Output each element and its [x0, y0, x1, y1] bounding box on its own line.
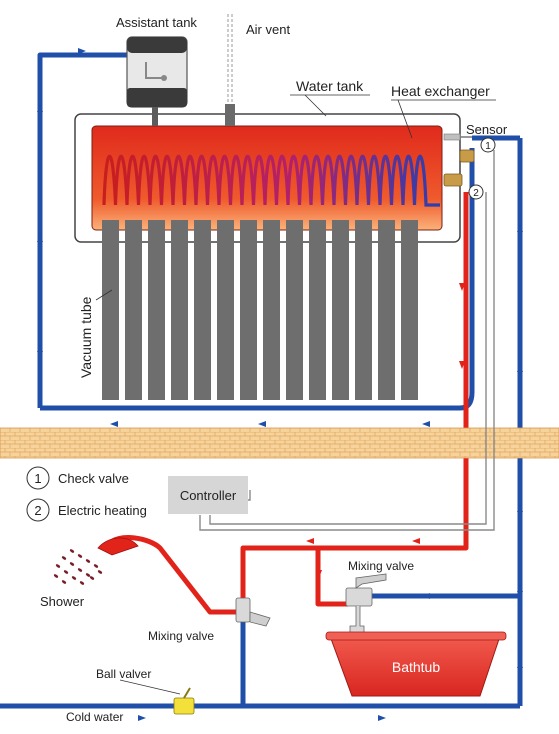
- water-tank-label: Water tank: [296, 78, 364, 94]
- water-drop: [53, 574, 59, 578]
- shower-spray: [53, 549, 103, 585]
- water-drop: [71, 576, 77, 580]
- ball-valve: [119, 679, 195, 715]
- water-drop: [85, 559, 91, 563]
- controller-label: Controller: [180, 488, 237, 503]
- flow-arrows: [37, 48, 523, 721]
- air-vent: [225, 14, 235, 126]
- water-drop: [61, 580, 67, 584]
- water-drop: [77, 568, 83, 572]
- water-drop: [85, 573, 91, 577]
- brick-wall: [0, 427, 559, 459]
- mixing-valve-right-label: Mixing valve: [348, 559, 414, 573]
- shower-label: Shower: [40, 594, 85, 609]
- shower-head: [53, 537, 139, 585]
- cold-water-pipes: [0, 52, 523, 709]
- vacuum-tube: [102, 220, 119, 400]
- bathtub: Bathtub: [325, 631, 507, 697]
- water-drop: [69, 562, 75, 566]
- water-drop: [69, 549, 75, 553]
- vacuum-tube: [171, 220, 188, 400]
- vacuum-tube: [332, 220, 349, 400]
- ball-valver-label: Ball valver: [96, 667, 151, 681]
- legend-num-2: 2: [34, 503, 41, 518]
- water-drop: [55, 564, 61, 568]
- check-valve-marker: 1: [485, 141, 491, 152]
- water-drop: [93, 564, 99, 568]
- vacuum-tube: [217, 220, 234, 400]
- electric-heating-marker: 2: [473, 188, 479, 199]
- water-drop: [77, 554, 83, 558]
- air-vent-label: Air vent: [246, 22, 290, 37]
- sensor-label: Sensor: [466, 122, 508, 137]
- vacuum-tube: [125, 220, 142, 400]
- vacuum-tubes: [102, 220, 418, 400]
- vacuum-tube: [240, 220, 257, 400]
- assistant-tank: [126, 36, 188, 126]
- water-drop: [61, 556, 67, 560]
- bathtub-mixing-valve: [345, 573, 387, 635]
- water-drop: [89, 576, 95, 580]
- water-drop: [63, 570, 69, 574]
- vacuum-tube: [355, 220, 372, 400]
- legend-num-1: 1: [34, 471, 41, 486]
- vacuum-tube: [194, 220, 211, 400]
- vacuum-tube: [263, 220, 280, 400]
- heat-exchanger-label: Heat exchanger: [391, 83, 490, 99]
- water-drop: [97, 570, 103, 574]
- vacuum-tube: [148, 220, 165, 400]
- heat-exchanger-coil: [102, 154, 440, 207]
- vacuum-tube: [286, 220, 303, 400]
- shower-mixing-valve: [235, 597, 271, 627]
- vacuum-tube: [401, 220, 418, 400]
- controller: Controller: [168, 476, 248, 514]
- vacuum-tube: [378, 220, 395, 400]
- bathtub-label: Bathtub: [392, 659, 440, 675]
- vacuum-tube-label: Vacuum tube: [78, 296, 94, 378]
- legend: 1 Check valve 2 Electric heating: [26, 466, 147, 522]
- cold-water-label: Cold water: [66, 710, 123, 724]
- vacuum-tube: [309, 220, 326, 400]
- mixing-valve-left-label: Mixing valve: [148, 629, 214, 643]
- assistant-tank-label: Assistant tank: [116, 15, 197, 30]
- check-valve: 1: [459, 137, 496, 163]
- sensor: [443, 133, 472, 141]
- electric-heating: 2: [443, 173, 484, 200]
- legend-label-electric-heating: Electric heating: [58, 503, 147, 518]
- water-drop: [79, 581, 85, 585]
- legend-label-check-valve: Check valve: [58, 471, 129, 486]
